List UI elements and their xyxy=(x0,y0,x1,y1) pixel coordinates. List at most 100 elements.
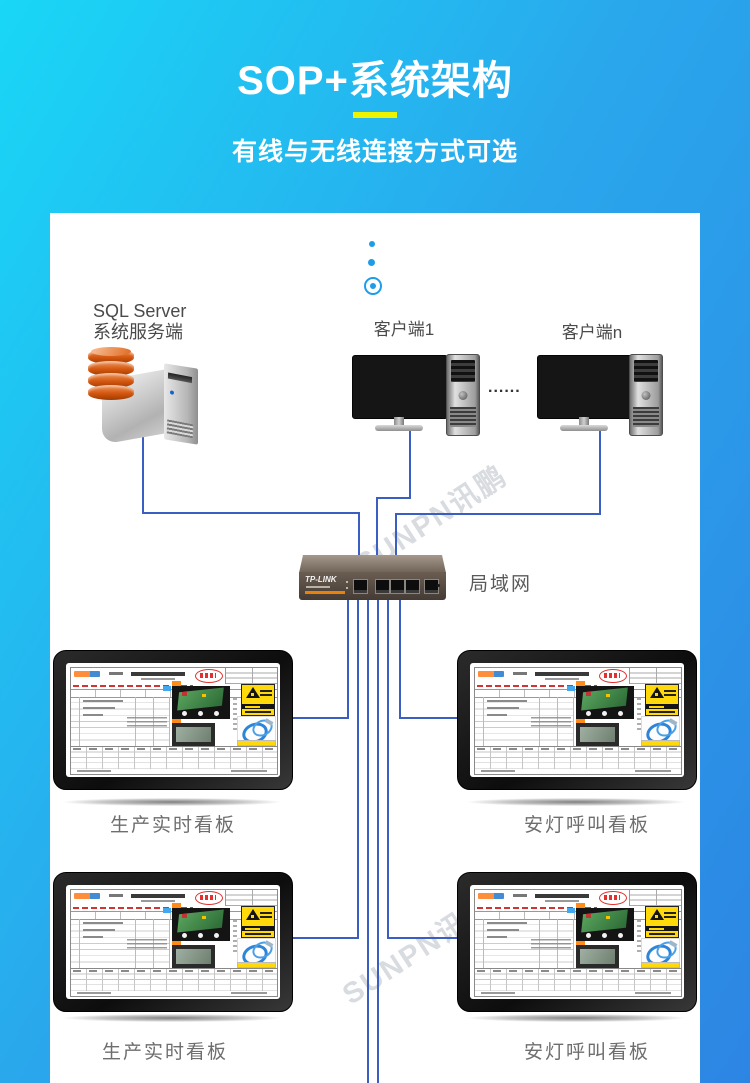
esd-hand-mark xyxy=(251,693,254,696)
sql-server-icon xyxy=(88,347,200,446)
doc-subtitle-smudge xyxy=(545,900,579,902)
router-orange-stripe xyxy=(305,591,345,594)
connection-dot xyxy=(369,241,375,247)
connection-line-port1-down xyxy=(347,593,349,719)
doc-pcb-photo xyxy=(172,908,230,941)
pcb-hole xyxy=(182,711,187,716)
clientn-tower-icon xyxy=(629,354,663,436)
doc-yellow-caption-bar xyxy=(641,962,680,968)
server-name: SQL Server xyxy=(93,301,187,321)
pcb-board xyxy=(581,687,628,711)
monitor-bezel xyxy=(352,355,448,419)
connection-line-to-board1 xyxy=(291,717,349,719)
doc-esd-warning-label xyxy=(241,906,275,938)
sop-document xyxy=(474,889,682,997)
doc-subtitle-smudge xyxy=(545,678,579,680)
warning-band-text-smudge xyxy=(245,927,260,930)
doc-logo xyxy=(478,893,504,899)
doc-logo xyxy=(478,671,504,677)
doc-orange-tab xyxy=(576,719,585,723)
page-subtitle: 有线与无线连接方式可选 xyxy=(231,138,518,166)
esd-hand-mark xyxy=(251,915,254,918)
doc-orange-tab xyxy=(576,941,585,945)
tower-drive-bays xyxy=(634,360,658,382)
sop-document xyxy=(70,889,278,997)
pcb-chip xyxy=(606,916,610,919)
tower-power-button xyxy=(641,391,651,400)
doc-red-dashed-row xyxy=(73,685,193,687)
doc-note-smudge xyxy=(531,939,571,949)
tablet-shadow xyxy=(468,798,684,806)
database-cylinder-icon xyxy=(88,347,134,410)
clientn-label: 客户端n xyxy=(561,323,623,342)
server-power-led xyxy=(170,390,174,395)
tablet-screen xyxy=(66,885,280,999)
warning-text-smudge xyxy=(664,916,676,918)
esd-triangle-icon xyxy=(650,687,664,698)
doc-footer-smudge xyxy=(481,770,515,772)
doc-text-smudge xyxy=(487,700,527,702)
doc-bottom-table xyxy=(71,968,277,991)
pcb-hole xyxy=(198,933,203,938)
tablet-screen xyxy=(470,663,684,777)
doc-title-smudge xyxy=(131,672,185,676)
doc-company-smudge xyxy=(513,894,527,897)
pcb-hole xyxy=(602,933,607,938)
board-tablet-production xyxy=(53,872,293,1012)
doc-red-stamp-text xyxy=(604,895,620,900)
doc-bottom-table xyxy=(475,968,681,991)
doc-blue-cell xyxy=(567,908,575,913)
doc-footer-smudge xyxy=(77,992,111,994)
doc-pcb-photo xyxy=(576,908,634,941)
doc-orange-tab xyxy=(172,719,181,723)
doc-header-table xyxy=(225,668,277,684)
tower-grill xyxy=(633,407,659,427)
doc-vertical-text-smudge xyxy=(233,698,237,732)
pcb-hole xyxy=(198,711,203,716)
doc-pcb-photo xyxy=(172,686,230,719)
doc-red-dashed-row xyxy=(477,907,597,909)
doc-bottom-table-headers xyxy=(477,970,677,972)
pcb-chip xyxy=(202,694,206,697)
doc-red-dashed-row xyxy=(73,907,193,909)
router-model-text xyxy=(306,586,330,588)
doc-text-smudge xyxy=(83,929,115,931)
doc-orange-tab xyxy=(172,903,181,908)
warning-text-smudge xyxy=(245,933,271,935)
circuit-board xyxy=(580,949,615,964)
esd-hand-mark xyxy=(655,693,658,696)
doc-bottom-table-headers xyxy=(73,748,273,750)
server-tower-front xyxy=(164,363,198,445)
tablet-shadow xyxy=(64,798,280,806)
circuit-board xyxy=(580,727,615,742)
router-led xyxy=(346,581,348,583)
doc-yellow-caption-bar xyxy=(237,962,276,968)
pcb-hole xyxy=(586,711,591,716)
pcb-board xyxy=(177,687,224,711)
database-disk xyxy=(88,361,134,376)
doc-footer-smudge xyxy=(635,992,671,994)
esd-triangle-icon xyxy=(246,687,260,698)
router-led xyxy=(346,587,348,589)
doc-red-stamp-text xyxy=(604,673,620,678)
server-role: 系统服务端 xyxy=(93,322,183,342)
doc-red-stamp xyxy=(195,669,223,683)
connection-line-clientn-horizontal xyxy=(395,513,601,515)
doc-yellow-caption-bar xyxy=(641,740,680,746)
connection-line-server-horizontal xyxy=(142,512,360,514)
doc-logo xyxy=(74,893,100,899)
pcb-hole xyxy=(618,933,623,938)
doc-vertical-text-smudge xyxy=(637,920,641,954)
warning-band-text-smudge xyxy=(649,705,664,708)
connection-line-port6-down xyxy=(399,593,401,719)
server-vents xyxy=(166,419,194,439)
doc-circuit-photo xyxy=(172,723,215,746)
doc-note-smudge xyxy=(531,717,571,727)
doc-company-smudge xyxy=(109,672,123,675)
database-disk xyxy=(88,385,134,400)
esd-triangle-icon xyxy=(650,909,664,920)
tower-grill xyxy=(450,407,476,427)
doc-orange-tab xyxy=(576,681,585,686)
connection-dot xyxy=(368,259,375,266)
router-brand-logo: TP-LINK xyxy=(305,575,337,584)
